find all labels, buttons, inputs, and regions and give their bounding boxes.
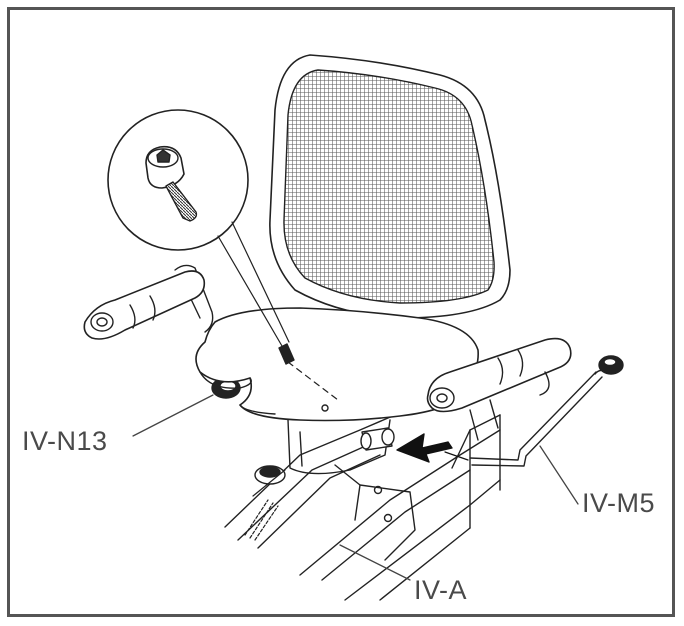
backrest	[269, 54, 511, 349]
callout-leaders	[132, 394, 579, 581]
callout-label-iv-m5: IV-M5	[582, 488, 656, 518]
locking-pin	[360, 427, 395, 451]
adjustment-lever	[469, 355, 624, 467]
carriage-knob	[254, 465, 286, 485]
left-handle	[83, 264, 214, 340]
seat-screw	[278, 343, 339, 401]
callout-label-iv-a: IV-A	[414, 575, 468, 605]
callout-label-iv-n13: IV-N13	[22, 426, 108, 456]
seat-carriage	[287, 419, 416, 561]
insert-direction-arrow	[396, 433, 469, 463]
right-handle	[426, 337, 572, 441]
bolt-icon	[145, 145, 198, 222]
seat-rail-frame	[224, 389, 501, 601]
chain	[244, 469, 286, 541]
